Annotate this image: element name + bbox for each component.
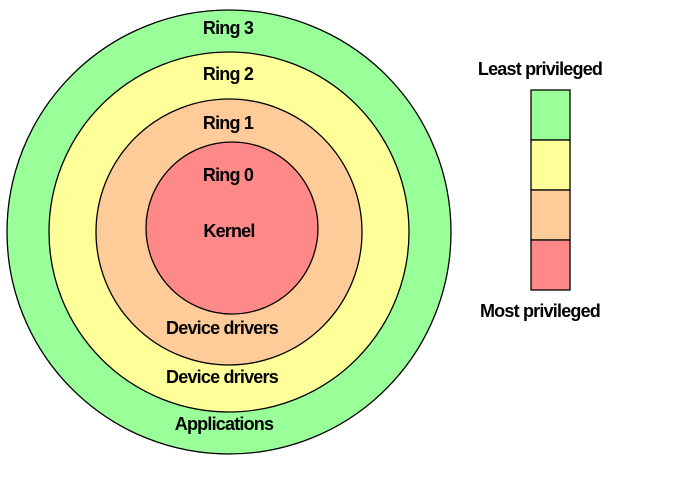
legend-swatch-ring-2	[530, 139, 571, 191]
ring-0-circle	[145, 141, 319, 315]
ring-0-label: Ring 0	[203, 165, 254, 185]
ring-1-label: Ring 1	[203, 113, 254, 133]
kernel-label: Kernel	[203, 221, 254, 241]
least-privileged-label: Least privileged	[478, 59, 602, 79]
ring-1-content-label: Device drivers	[166, 318, 279, 338]
legend-swatch-ring-0	[530, 239, 571, 291]
legend-swatch-ring-1	[530, 189, 571, 241]
ring-2-label: Ring 2	[203, 64, 254, 84]
legend-swatch-ring-3	[530, 89, 571, 141]
ring-3-label: Ring 3	[203, 18, 254, 38]
applications-label: Applications	[175, 414, 274, 434]
most-privileged-label: Most privileged	[480, 301, 600, 321]
ring-2-content-label: Device drivers	[166, 367, 279, 387]
